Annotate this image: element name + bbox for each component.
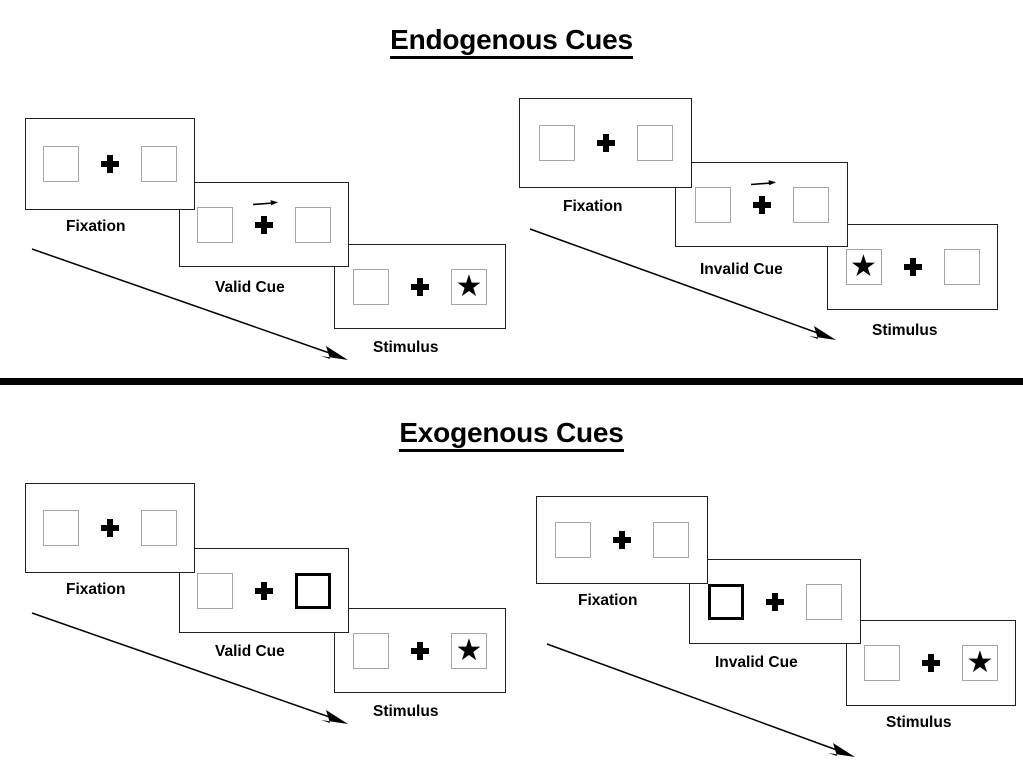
star-icon: ★	[455, 268, 483, 304]
caption-exogenous-invalid-stimulus: Stimulus	[886, 714, 952, 731]
panel-exogenous-invalid-cue	[689, 559, 861, 644]
time-arrow-exogenous-invalid	[546, 643, 855, 757]
left-box	[353, 632, 389, 669]
left-box	[538, 125, 575, 161]
fixation-cross-icon	[766, 592, 784, 611]
fixation-cross-icon	[752, 195, 771, 214]
panel-exogenous-valid-cue	[179, 548, 349, 633]
caption-exogenous-valid-fixation: Fixation	[66, 581, 126, 598]
left-box	[864, 645, 900, 681]
right-box-cued	[295, 572, 331, 609]
section-divider	[0, 378, 1023, 385]
left-box-cued	[708, 583, 744, 620]
caption-exogenous-invalid-fixation: Fixation	[578, 592, 638, 609]
cue-right-arrow-icon	[750, 179, 776, 185]
right-box	[141, 146, 177, 182]
right-box-target: ★	[962, 645, 998, 681]
caption-endogenous-invalid-stimulus: Stimulus	[872, 322, 938, 339]
fixation-cross-icon	[903, 258, 922, 276]
fixation-cross-icon	[101, 155, 119, 173]
cue-right-arrow-icon	[252, 199, 279, 205]
right-box-target: ★	[451, 268, 487, 305]
right-box	[806, 583, 842, 620]
fixation-cross-icon	[411, 277, 429, 296]
left-box	[43, 146, 79, 182]
caption-endogenous-valid-fixation: Fixation	[66, 218, 126, 235]
right-box	[636, 125, 673, 161]
left-box	[694, 186, 731, 223]
panel-exogenous-invalid-stimulus: ★	[846, 620, 1016, 706]
fixation-cross-icon	[255, 215, 273, 234]
fixation-cross-icon	[613, 531, 631, 549]
section-title-exogenous-text: Exogenous Cues	[399, 417, 624, 452]
panel-endogenous-invalid-stimulus: ★	[827, 224, 998, 310]
panel-endogenous-invalid-cue	[675, 162, 848, 247]
central-cue	[750, 179, 776, 214]
right-box-target: ★	[451, 632, 487, 669]
star-icon: ★	[966, 645, 994, 680]
section-title-exogenous: Exogenous Cues	[0, 417, 1023, 452]
panel-exogenous-valid-fixation	[25, 483, 195, 573]
right-box	[943, 249, 980, 285]
section-title-endogenous-text: Endogenous Cues	[390, 24, 633, 59]
caption-endogenous-valid-cue: Valid Cue	[215, 279, 285, 296]
left-box	[555, 522, 591, 558]
central-cue	[252, 199, 279, 234]
star-icon: ★	[850, 249, 877, 284]
panel-exogenous-invalid-fixation	[536, 496, 708, 584]
fixation-cross-icon	[411, 641, 429, 660]
right-box	[141, 510, 177, 546]
caption-exogenous-valid-cue: Valid Cue	[215, 643, 285, 660]
left-box	[43, 510, 79, 546]
panel-endogenous-valid-fixation	[25, 118, 195, 210]
fixation-cross-icon	[596, 134, 615, 152]
panel-exogenous-valid-stimulus: ★	[334, 608, 506, 693]
caption-exogenous-valid-stimulus: Stimulus	[373, 703, 439, 720]
right-box	[653, 522, 689, 558]
right-box	[792, 186, 829, 223]
left-box	[197, 572, 233, 609]
left-box-target: ★	[845, 249, 882, 285]
panel-endogenous-valid-stimulus: ★	[334, 244, 506, 329]
caption-exogenous-invalid-cue: Invalid Cue	[715, 654, 798, 671]
caption-endogenous-valid-stimulus: Stimulus	[373, 339, 439, 356]
fixation-cross-icon	[101, 519, 119, 537]
left-box	[197, 206, 233, 243]
panel-endogenous-invalid-fixation	[519, 98, 692, 188]
star-icon: ★	[455, 632, 483, 668]
right-box	[295, 206, 331, 243]
section-title-endogenous: Endogenous Cues	[0, 24, 1023, 59]
left-box	[353, 268, 389, 305]
caption-endogenous-invalid-fixation: Fixation	[563, 198, 623, 215]
caption-endogenous-invalid-cue: Invalid Cue	[700, 261, 783, 278]
fixation-cross-icon	[255, 581, 273, 600]
panel-endogenous-valid-cue	[179, 182, 349, 267]
fixation-cross-icon	[922, 654, 940, 672]
